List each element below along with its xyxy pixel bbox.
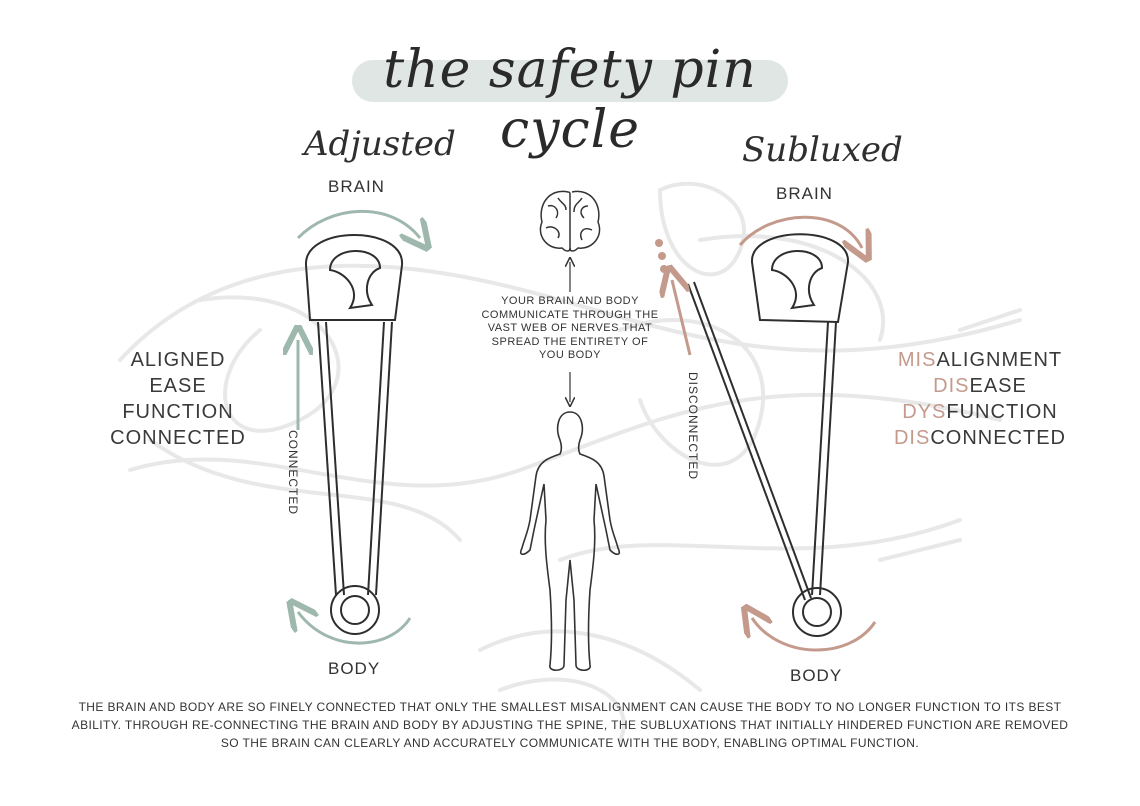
adjusted-word-list: ALIGNED EASE FUNCTION CONNECTED xyxy=(100,347,256,451)
brain-icon xyxy=(539,190,601,252)
subluxed-heading: Subluxed xyxy=(742,130,903,170)
center-description: YOUR BRAIN AND BODY COMMUNICATE THROUGH … xyxy=(481,295,659,361)
adjusted-word: ALIGNED xyxy=(130,349,226,371)
disconnected-arrow xyxy=(672,280,692,356)
subluxed-brain-label: BRAIN xyxy=(776,184,833,203)
safety-pin-closed-icon xyxy=(304,234,404,635)
body-cycle-arrow xyxy=(298,612,412,645)
title-highlight xyxy=(352,60,788,102)
human-figure-icon xyxy=(519,411,621,672)
page-title: the safety pin cycle xyxy=(383,40,757,160)
subluxed-word: DYSFUNCTION xyxy=(902,401,1058,423)
adjusted-word: CONNECTED xyxy=(110,427,246,449)
subluxed-word-list: MISALIGNMENT DISEASE DYSFUNCTION DISCONN… xyxy=(880,347,1080,451)
disconnect-dots xyxy=(655,239,668,273)
subluxed-word: DISEASE xyxy=(933,375,1027,397)
safety-pin-open-icon xyxy=(687,233,850,637)
body-cycle-arrow xyxy=(752,618,877,652)
adjusted-word: FUNCTION xyxy=(122,401,234,423)
bottom-description: THE BRAIN AND BODY ARE SO FINELY CONNECT… xyxy=(71,700,1069,750)
subluxed-word: MISALIGNMENT xyxy=(897,349,1063,371)
adjusted-brain-label: BRAIN xyxy=(328,177,385,196)
adjusted-heading: Adjusted xyxy=(304,124,456,164)
subluxed-body-label: BODY xyxy=(790,666,843,685)
brain-cycle-arrow xyxy=(296,209,420,238)
adjusted-word: EASE xyxy=(149,375,207,397)
subluxed-word: DISCONNECTED xyxy=(893,427,1066,449)
adjusted-body-label: BODY xyxy=(328,659,381,678)
brain-cycle-arrow xyxy=(738,215,862,248)
